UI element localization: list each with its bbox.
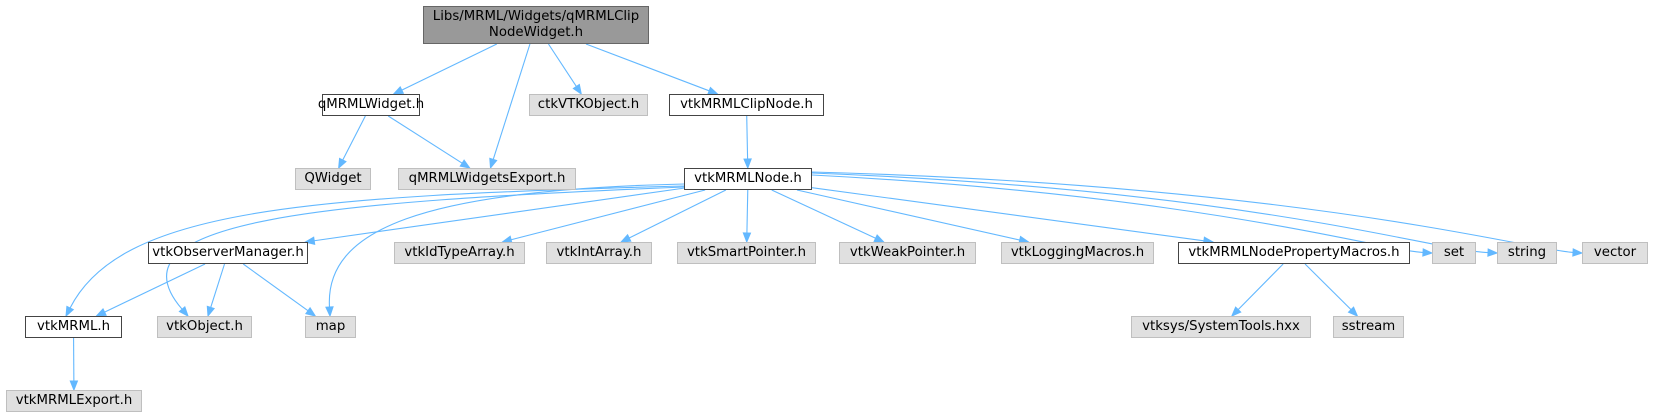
node-string: string <box>1497 242 1557 264</box>
edge-vtkmrmlnode-h-to-vtkmrml-h <box>69 185 685 309</box>
edge-vtkmrmlnodepropertymacros-h-to-vtksys-systemtools-hxx-arrowhead <box>1230 306 1242 317</box>
edge-vtkmrmlnode-h-to-vtkweakpointer-h <box>771 189 876 239</box>
edge-vtkmrmlnode-h-to-string-arrowhead <box>1487 248 1499 257</box>
edge-vtkmrmlnode-h-to-map-arrowhead <box>325 306 334 318</box>
node-qwidget: QWidget <box>295 168 371 190</box>
edge-vtkmrmlclipnode-h-to-vtkmrmlnode-h <box>746 115 749 160</box>
node-vtkintarray-h: vtkIntArray.h <box>546 242 652 264</box>
edge-vtkobservermanager-h-to-vtkobject-h-arrowhead <box>206 305 216 318</box>
edge-vtkmrmlnodepropertymacros-h-to-sstream-arrowhead <box>1347 306 1359 317</box>
edge-vtkobservermanager-h-to-vtkmrml-h <box>104 263 206 313</box>
edge-vtkmrmlnode-h-to-vtkintarray-h-arrowhead <box>619 233 632 243</box>
node-vtkloggingmacros-h: vtkLoggingMacros.h <box>1001 242 1154 264</box>
node-vtkidtypearray-h: vtkIdTypeArray.h <box>394 242 525 264</box>
edge-vtkmrmlnodepropertymacros-h-to-vtksys-systemtools-hxx <box>1237 263 1284 310</box>
node-qmrmlwidgetsexport-h: qMRMLWidgetsExport.h <box>398 168 576 190</box>
edge-qmrmlwidget-h-to-qmrmlwidgetsexport-h <box>387 115 463 164</box>
node-vtkobservermanager-h[interactable]: vtkObserverManager.h <box>148 242 308 264</box>
edge-vtkmrmlnode-h-to-vtkloggingmacros-h <box>796 189 1020 241</box>
node-vtkmrmlnodepropertymacros-h[interactable]: vtkMRMLNodePropertyMacros.h <box>1178 242 1410 264</box>
edge-libs-mrml-widgets-qmrmlclip-nodewidget-h-to-qmrmlwidgetsexport-h <box>492 43 531 160</box>
node-sstream: sstream <box>1333 316 1404 338</box>
node-set: set <box>1432 242 1476 264</box>
node-libs-mrml-widgets-qmrmlclip-nodewidget-h: Libs/MRML/Widgets/qMRMLClip NodeWidget.h <box>423 6 649 44</box>
edge-qmrmlwidget-h-to-qwidget-arrowhead <box>338 157 347 170</box>
edge-vtkobservermanager-h-to-map <box>242 263 309 312</box>
node-map: map <box>305 316 356 338</box>
edge-libs-mrml-widgets-qmrmlclip-nodewidget-h-to-qmrmlwidgetsexport-h-arrowhead <box>489 157 498 170</box>
edge-vtkmrmlnode-h-to-vtkidtypearray-h <box>510 189 706 241</box>
edge-vtkobservermanager-h-to-vtkobject-h <box>210 263 226 308</box>
edge-vtkmrmlnode-h-to-vector-arrowhead <box>1572 248 1584 257</box>
edge-libs-mrml-widgets-qmrmlclip-nodewidget-h-to-qmrmlwidget-h <box>401 43 498 91</box>
edge-vtkmrmlnode-h-to-vtkmrmlnodepropertymacros-h <box>811 187 1204 242</box>
edge-libs-mrml-widgets-qmrmlclip-nodewidget-h-to-qmrmlwidget-h-arrowhead <box>392 85 405 95</box>
edge-vtkmrmlnode-h-to-vtksmartpointer-h <box>746 189 749 234</box>
edge-libs-mrml-widgets-qmrmlclip-nodewidget-h-to-ctkvtkobject-h-arrowhead <box>572 83 583 96</box>
node-qmrmlwidget-h[interactable]: qMRMLWidget.h <box>318 94 424 116</box>
edge-vtkmrmlnodepropertymacros-h-to-sstream <box>1304 263 1352 311</box>
edge-vtkmrmlnode-h-to-vtkobject-h-arrowhead <box>178 305 189 318</box>
node-vtkmrmlclipnode-h[interactable]: vtkMRMLClipNode.h <box>669 94 824 116</box>
edge-vtkmrml-h-to-vtkmrmlexport-h-arrowhead <box>69 380 79 392</box>
edge-vtkmrmlclipnode-h-to-vtkmrmlnode-h-arrowhead <box>743 158 752 170</box>
edge-vtkmrmlnode-h-to-vtkmrml-h-arrowhead <box>65 305 75 318</box>
node-vtkweakpointer-h: vtkWeakPointer.h <box>839 242 976 264</box>
node-vtksys-systemtools-hxx: vtksys/SystemTools.hxx <box>1131 316 1311 338</box>
edge-qmrmlwidget-h-to-qmrmlwidgetsexport-h-arrowhead <box>459 159 471 169</box>
edge-vtkmrmlnode-h-to-vtkweakpointer-h-arrowhead <box>873 234 886 243</box>
node-vtkmrml-h[interactable]: vtkMRML.h <box>25 316 122 338</box>
edge-libs-mrml-widgets-qmrmlclip-nodewidget-h-to-vtkmrmlclipnode-h <box>585 43 710 92</box>
edge-vtkmrmlnode-h-to-vtkobject-h <box>166 186 685 310</box>
edge-vtkobservermanager-h-to-vtkmrml-h-arrowhead <box>95 307 107 317</box>
node-vtkobject-h: vtkObject.h <box>157 316 252 338</box>
node-ctkvtkobject-h: ctkVTKObject.h <box>529 94 648 116</box>
edge-qmrmlwidget-h-to-qwidget <box>342 115 366 161</box>
node-vtksmartpointer-h: vtkSmartPointer.h <box>677 242 816 264</box>
edge-vtkobservermanager-h-to-map-arrowhead <box>305 306 317 317</box>
edge-libs-mrml-widgets-qmrmlclip-nodewidget-h-to-ctkvtkobject-h <box>548 43 577 87</box>
node-vtkmrmlexport-h: vtkMRMLExport.h <box>6 390 142 412</box>
node-vtkmrmlnode-h[interactable]: vtkMRMLNode.h <box>684 168 812 190</box>
edge-vtkmrmlnode-h-to-vtksmartpointer-h-arrowhead <box>742 232 752 244</box>
edge-vtkmrmlnode-h-to-string <box>811 172 1489 254</box>
edge-vtkmrmlnode-h-to-vtkintarray-h <box>628 189 727 239</box>
edge-vtkmrmlnode-h-to-set-arrowhead <box>1422 248 1434 257</box>
node-vector: vector <box>1582 242 1648 264</box>
